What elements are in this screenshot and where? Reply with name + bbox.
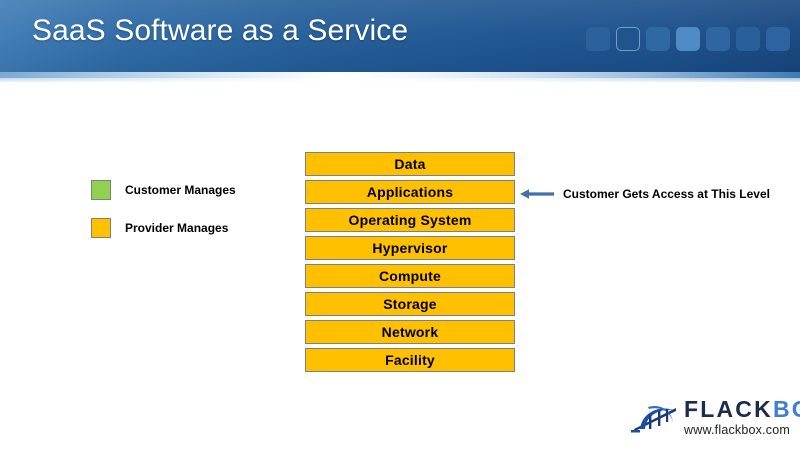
deco-square-3 [646,27,670,51]
logo-word-flack: FLACK [684,396,773,422]
stack-layer-hypervisor: Hypervisor [305,236,515,260]
legend-swatch-customer [91,180,111,200]
access-level-annotation: Customer Gets Access at This Level [520,183,770,205]
stack-layer-data: Data [305,152,515,176]
arrow-left-icon [520,189,554,199]
deco-square-4 [676,27,700,51]
service-stack: Data Applications Operating System Hyper… [305,152,515,372]
header-glow-strip [0,72,800,82]
deco-square-5 [706,27,730,51]
slide-header: SaaS Software as a Service [0,0,800,72]
flackbox-bridge-icon [631,406,676,433]
header-glow-fade [0,78,800,84]
page-title: SaaS Software as a Service [32,14,409,47]
stack-layer-storage: Storage [305,292,515,316]
deco-square-6 [736,27,760,51]
header-decoration-squares [586,27,790,51]
stack-layer-network: Network [305,320,515,344]
legend-item-provider-manages: Provider Manages [91,217,236,239]
flackbox-logo: FLACKBOX www.flackbox.com [628,398,800,437]
legend: Customer Manages Provider Manages [91,179,236,239]
stack-layer-facility: Facility [305,348,515,372]
legend-label-customer: Customer Manages [125,183,236,197]
deco-square-1 [586,27,610,51]
legend-swatch-provider [91,218,111,238]
logo-wordmark: FLACKBOX [684,398,800,421]
logo-word-box: BOX [772,396,800,422]
logo-url: www.flackbox.com [684,423,791,437]
legend-label-provider: Provider Manages [125,221,229,235]
stack-layer-operating-system: Operating System [305,208,515,232]
logo-text-block: FLACKBOX www.flackbox.com [684,398,800,437]
stack-layer-compute: Compute [305,264,515,288]
stack-layer-applications: Applications [305,180,515,204]
legend-item-customer-manages: Customer Manages [91,179,236,201]
deco-square-7 [766,27,790,51]
annotation-label: Customer Gets Access at This Level [563,187,770,201]
deco-square-2 [616,27,640,51]
